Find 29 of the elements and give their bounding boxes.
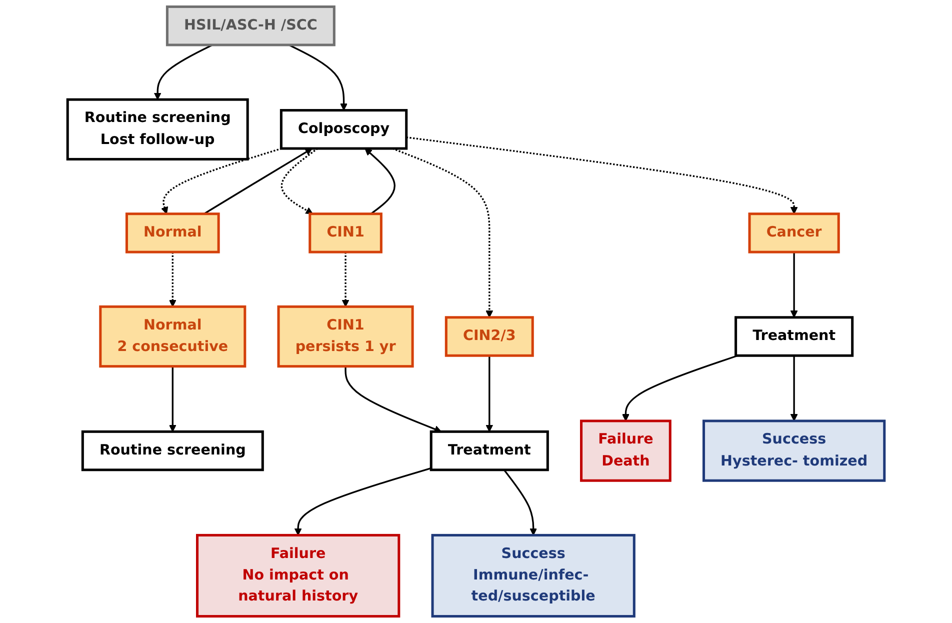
arrow	[344, 366, 442, 433]
arrow	[294, 467, 432, 536]
node-box: Colposcopy	[280, 109, 408, 150]
arrow	[204, 148, 312, 215]
node-box: CIN1	[308, 212, 382, 254]
arrow	[790, 252, 798, 318]
node-box: CIN1 persists 1 yr	[277, 305, 414, 368]
arrow	[503, 469, 538, 536]
arrow	[364, 148, 396, 214]
node-box: Treatment	[734, 316, 854, 357]
arrow	[280, 148, 318, 214]
node-box: Treatment	[430, 430, 549, 472]
arrow	[790, 356, 798, 422]
node-box: Success Immune/infec- ted/susceptible	[431, 534, 636, 618]
arrow	[168, 366, 176, 432]
node-box: Cancer	[748, 212, 840, 254]
node-box: Normal 2 consecutive	[99, 305, 246, 368]
node-box: Failure No impact on natural history	[196, 534, 400, 618]
node-box: Normal	[125, 212, 220, 254]
node-box: Success Hysterec- tomized	[702, 420, 886, 482]
node-box: HSIL/ASC-H /SCC	[166, 5, 336, 46]
arrow	[622, 354, 738, 422]
node-box: Routine screening	[81, 430, 264, 472]
arrow	[154, 44, 213, 100]
arrow	[486, 356, 494, 432]
arrow	[288, 44, 348, 111]
node-box: Routine screening Lost follow-up	[66, 98, 249, 160]
node-box: Failure Death	[580, 420, 672, 482]
node-box: CIN2/3	[444, 316, 534, 357]
